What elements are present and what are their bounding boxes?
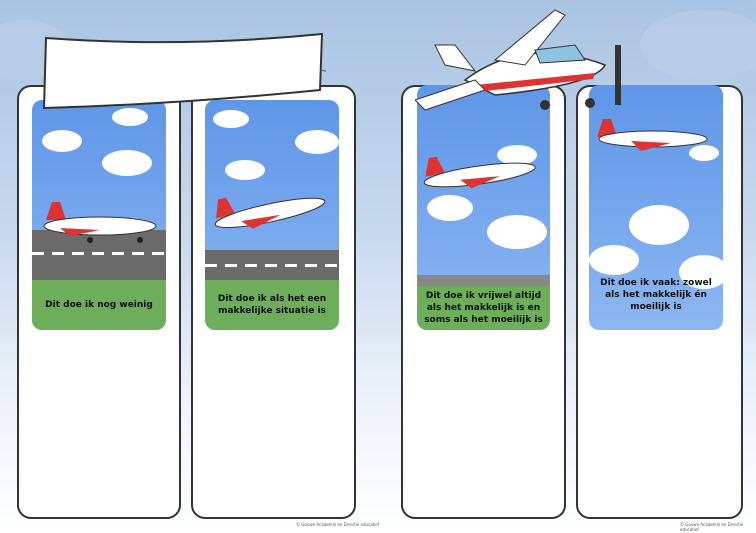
airplane-icon — [423, 156, 536, 189]
copyright-left: © Gouwe Academie en Directie educatief — [296, 522, 380, 527]
copyright-right: © Gouwe Academie en Directie educatief — [680, 522, 744, 532]
airplane-icon — [214, 197, 326, 229]
caption: Dit doe ik als het een makkelijke situat… — [205, 280, 339, 330]
illustration-cruising: Dit doe ik vaak: zowel als het makkelijk… — [589, 85, 723, 330]
background-cloud — [640, 10, 756, 80]
towing-airplane-icon — [415, 9, 621, 111]
illustration-taxiing: Dit doe ik nog weinig — [32, 100, 166, 330]
caption: Dit doe ik vrijwel altijd als het makkel… — [417, 286, 550, 330]
title-banner — [42, 32, 326, 110]
illustration-takeoff: Dit doe ik als het een makkelijke situat… — [205, 100, 339, 330]
illustration-climbing: Dit doe ik vrijwel altijd als het makkel… — [417, 85, 550, 330]
caption: Dit doe ik vaak: zowel als het makkelijk… — [600, 278, 712, 312]
banner-title[interactable] — [60, 50, 310, 80]
caption: Dit doe ik nog weinig — [32, 280, 166, 330]
airplane-icon — [597, 119, 708, 151]
airplane-icon — [43, 202, 157, 243]
